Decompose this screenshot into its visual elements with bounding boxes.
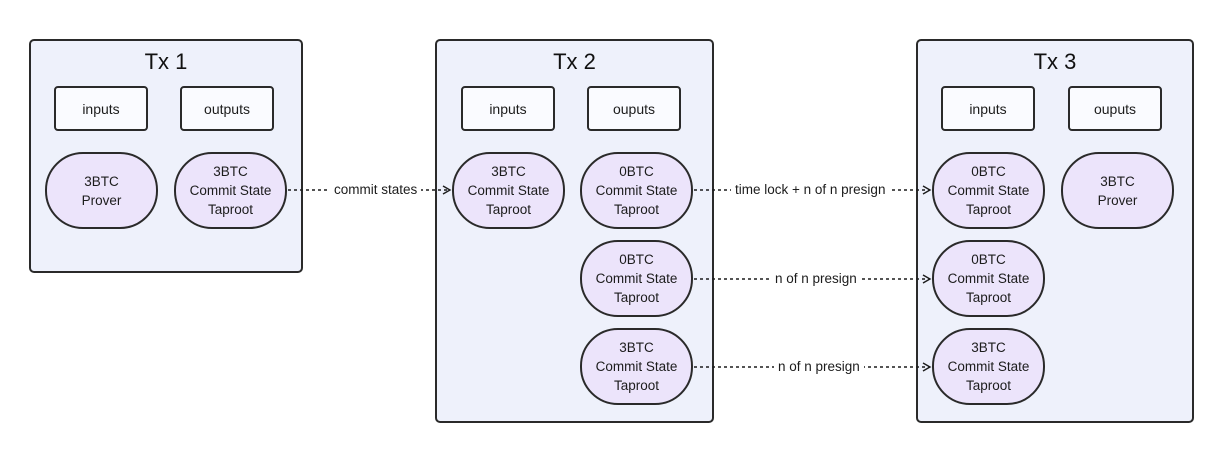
tx3-output-utxo: 3BTC Prover	[1061, 152, 1174, 229]
utxo-amount: 3BTC	[491, 164, 526, 179]
tx2-outputs-header: ouputs	[587, 86, 681, 131]
tx3-outputs-header: ouputs	[1068, 86, 1162, 131]
utxo-type: Commit State	[189, 183, 272, 198]
utxo-amount: 0BTC	[619, 164, 654, 179]
tx2-output-utxo-2: 0BTC Commit State Taproot	[580, 240, 693, 317]
tx2-output-utxo-1: 0BTC Commit State Taproot	[580, 152, 693, 229]
tx2-inputs-header: inputs	[461, 86, 555, 131]
utxo-amount: 3BTC	[971, 340, 1006, 355]
utxo-amount: 3BTC	[619, 340, 654, 355]
utxo-script: Taproot	[613, 290, 660, 305]
tx2-title: Tx 2	[553, 49, 596, 74]
utxo-type: Prover	[81, 192, 122, 208]
utxo-type: Commit State	[595, 359, 678, 374]
utxo-script: Taproot	[613, 378, 660, 393]
tx1-output-utxo: 3BTC Commit State Taproot	[174, 152, 287, 229]
utxo-amount: 3BTC	[1100, 173, 1135, 189]
tx3-input-utxo-2: 0BTC Commit State Taproot	[932, 240, 1045, 317]
tx3-inputs-header: inputs	[941, 86, 1035, 131]
utxo-script: Taproot	[613, 202, 660, 217]
edge-label-timelock-presign: time lock + n of n presign	[731, 182, 890, 197]
utxo-script: Taproot	[965, 290, 1012, 305]
edge-label-commit-states: commit states	[330, 182, 422, 197]
tx3-input-utxo-1: 0BTC Commit State Taproot	[932, 152, 1045, 229]
utxo-type: Commit State	[947, 183, 1030, 198]
tx1-outputs-header: outputs	[180, 86, 274, 131]
tx1-input-utxo: 3BTC Prover	[45, 152, 158, 229]
utxo-script: Taproot	[485, 202, 532, 217]
utxo-script: Taproot	[207, 202, 254, 217]
utxo-type: Commit State	[947, 359, 1030, 374]
tx1-title: Tx 1	[144, 49, 188, 74]
utxo-type: Commit State	[595, 183, 678, 198]
tx3-input-utxo-3: 3BTC Commit State Taproot	[932, 328, 1045, 405]
utxo-amount: 0BTC	[971, 164, 1006, 179]
utxo-type: Prover	[1097, 192, 1138, 208]
utxo-type: Commit State	[467, 183, 550, 198]
utxo-type: Commit State	[947, 271, 1030, 286]
utxo-script: Taproot	[965, 202, 1012, 217]
utxo-amount: 0BTC	[971, 252, 1006, 267]
utxo-amount: 3BTC	[213, 164, 248, 179]
tx2-input-utxo: 3BTC Commit State Taproot	[452, 152, 565, 229]
tx1-inputs-header: inputs	[54, 86, 148, 131]
utxo-amount: 0BTC	[619, 252, 654, 267]
edge-label-presign-3: n of n presign	[774, 359, 864, 374]
tx2-output-utxo-3: 3BTC Commit State Taproot	[580, 328, 693, 405]
tx3-title: Tx 3	[1033, 49, 1077, 74]
utxo-amount: 3BTC	[84, 173, 119, 189]
utxo-script: Taproot	[965, 378, 1012, 393]
utxo-type: Commit State	[595, 271, 678, 286]
edge-label-presign-2: n of n presign	[771, 271, 861, 286]
